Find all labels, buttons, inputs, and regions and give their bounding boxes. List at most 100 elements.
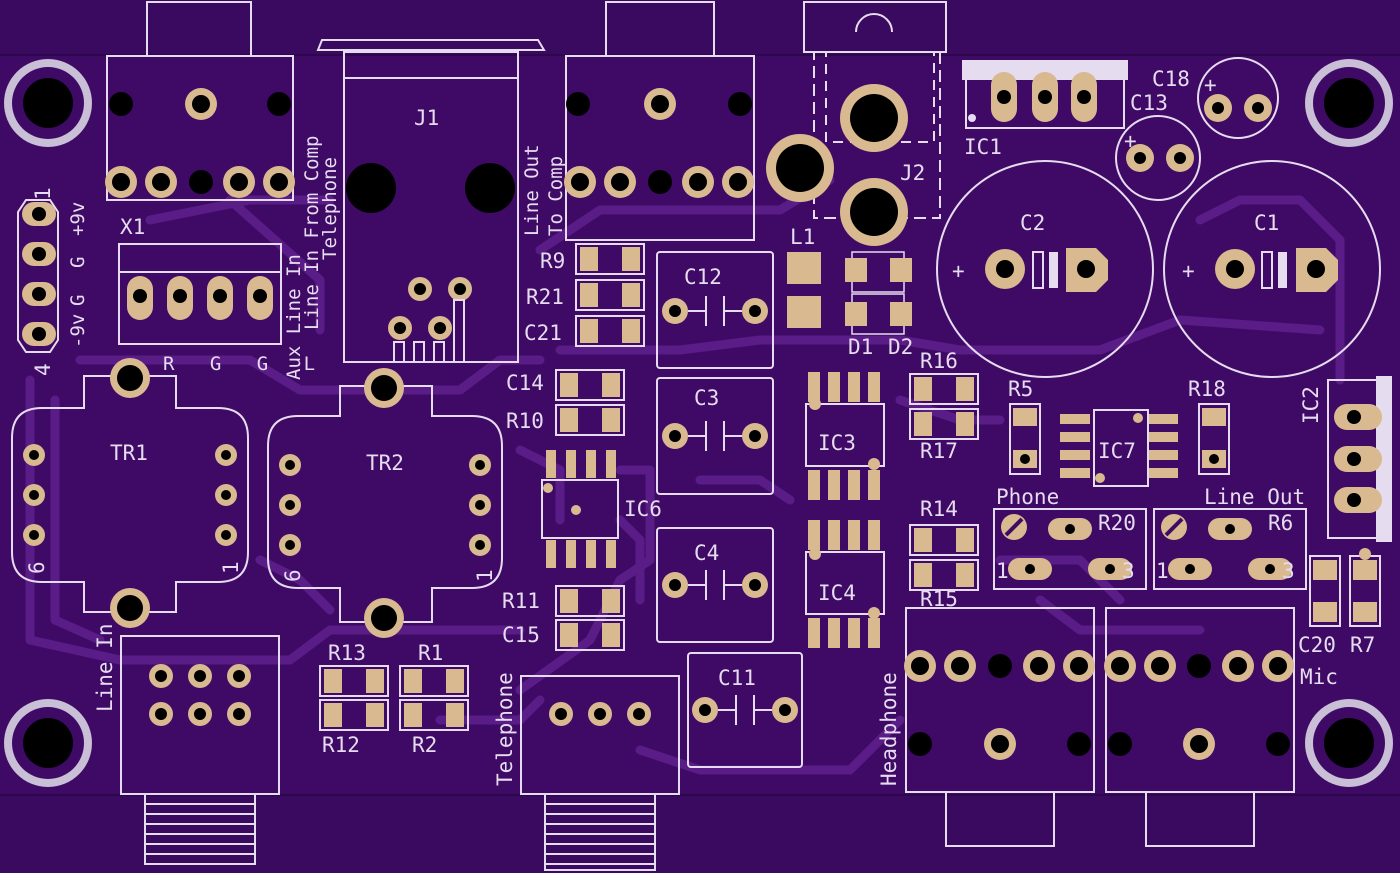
power-pin1-label: 1 [31,187,55,200]
diodes-d1-d2: D1 D2 [845,251,913,359]
line-out-label: Line Out [521,144,543,236]
j2-label: J2 [900,161,925,185]
mount-hole-top-right [1305,59,1393,147]
r18-label: R18 [1188,377,1226,401]
smd-r16-r17: R16 R17 [909,349,979,463]
c13-label: C13 [1130,91,1168,115]
r11-label: R11 [502,589,540,613]
capacitor-c11: C11 [687,652,803,768]
headphone-label: Headphone [877,672,901,786]
ic3-label: IC3 [818,431,856,455]
c1-plus-label: + [1182,259,1195,283]
tr2-label: TR2 [366,451,404,475]
telephone-bottom-label: Telephone [493,672,517,786]
transformer-tr2: TR2 6 1 [267,368,503,638]
jack-line-in: Line In [93,623,280,865]
line-out-pot-label: Line Out [1204,485,1305,509]
c11-label: C11 [718,666,756,690]
ic1-label: IC1 [964,135,1002,159]
jack-headphone: Headphone [877,607,1095,847]
trimpot-r6: Line Out R6 1 3 [1153,485,1307,590]
trimpot-r20: Phone R20 1 3 [993,485,1147,590]
board-top-margin [0,0,1400,55]
power-g1-label: G [67,257,89,268]
telephone-top-label: Telephone [319,157,341,260]
c12-label: C12 [684,265,722,289]
opamp-ic6: IC6 [541,450,662,568]
r20-label: R20 [1098,511,1136,535]
connector-x1: X1 R G G L [118,215,327,375]
r6-pin3-label: 3 [1282,559,1295,583]
tr1-pin1-label: 1 [219,561,243,574]
r13-label: R13 [328,641,366,665]
l1-label: L1 [790,225,815,249]
r1-label: R1 [418,641,443,665]
c3-label: C3 [694,386,719,410]
mic-label: Mic [1300,665,1338,689]
ic6-label: IC6 [624,497,662,521]
x1-pin-labels: R G G L [163,353,327,375]
smd-r9-r21-c21: R9 R21 C21 [524,243,645,347]
line-in-from-comp-label: Line In From Comp [301,136,323,330]
r21-label: R21 [526,285,564,309]
smd-r5: R5 [1008,377,1041,475]
r16-label: R16 [920,349,958,373]
r12-label: R12 [322,733,360,757]
jack-line-out [564,1,755,241]
smd-r1-r2: R1 R2 [399,641,469,757]
c2-label: C2 [1020,211,1045,235]
capacitor-c4: C4 [656,527,774,643]
jack-mic: Mic [1104,607,1338,847]
capacitor-c18: + C18 [1152,57,1279,139]
r14-label: R14 [920,497,958,521]
r20-pin3-label: 3 [1122,559,1135,583]
ic4-label: IC4 [818,581,856,605]
tr2-pin6-label: 6 [281,569,305,582]
c13-plus-label: + [1124,129,1137,153]
smd-c14-r10: C14 R10 [506,369,625,436]
transformer-tr1: TR1 6 1 [11,358,249,628]
r10-label: R10 [506,409,544,433]
phone-label: Phone [996,485,1059,509]
c21-label: C21 [524,321,562,345]
tr1-pin6-label: 6 [25,561,49,574]
jack-j2: J2 [766,1,947,246]
capacitor-c2: + C2 [936,160,1154,378]
mount-hole-top-left [4,59,92,147]
line-in-label: Line In [93,623,117,712]
r20-pin1-label: 1 [996,559,1009,583]
regulator-ic1: IC1 [962,60,1128,159]
r17-label: R17 [920,439,958,463]
mount-hole-bottom-right [1305,699,1393,787]
r7-label: R7 [1350,633,1375,657]
smd-r11-c15: R11 C15 [502,585,625,651]
c2-plus-label: + [952,259,965,283]
smd-c20-r7: C20 R7 [1298,548,1381,657]
mount-hole-bottom-left [4,699,92,787]
c15-label: C15 [502,623,540,647]
x1-label: X1 [120,215,145,239]
power-pin4-label: 4 [31,363,55,376]
c18-label: C18 [1152,67,1190,91]
power-neg9v-label: -9v [67,314,89,348]
to-comp-label: To Comp [545,156,567,236]
power-9v-label: +9v [67,202,89,236]
d2-label: D2 [888,335,913,359]
capacitor-c1: + C1 [1163,160,1381,378]
r9-label: R9 [540,249,565,273]
d1-label: D1 [848,335,873,359]
jack-j1: J1 [316,39,546,363]
opamp-ic4: IC4 [805,520,885,648]
c1-label: C1 [1254,211,1279,235]
c4-label: C4 [694,541,719,565]
r5-label: R5 [1008,377,1033,401]
c20-label: C20 [1298,633,1336,657]
regulator-ic2: IC2 [1299,376,1392,542]
capacitor-c12: C12 [656,251,774,369]
power-header: 1 4 +9v G G -9v [17,187,89,376]
r6-label: R6 [1268,511,1293,535]
tr1-label: TR1 [110,441,148,465]
j1-label: J1 [414,106,439,130]
smd-r18: R18 [1188,377,1230,475]
